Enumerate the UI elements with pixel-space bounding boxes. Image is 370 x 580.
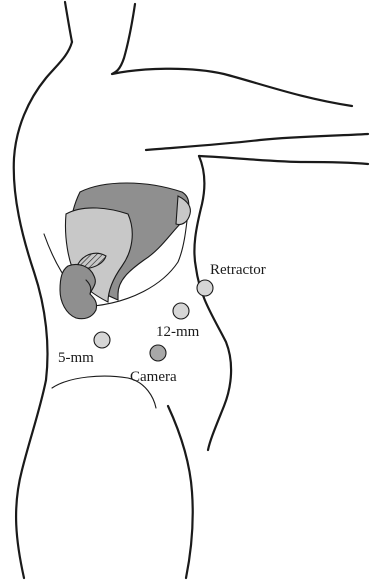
retractor-port <box>197 280 213 296</box>
arm-lower-line <box>199 156 368 164</box>
shoulder-line <box>112 4 352 106</box>
camera-label: Camera <box>130 369 177 385</box>
thigh-line <box>168 406 193 578</box>
port-5mm-label: 5-mm <box>58 350 94 366</box>
camera-port-marker <box>150 345 166 361</box>
neck-line <box>65 2 72 42</box>
port-12mm-marker <box>173 303 189 319</box>
front-line <box>194 156 231 450</box>
back-line <box>14 42 72 578</box>
port-5mm-marker <box>94 332 110 348</box>
retractor-label: Retractor <box>210 262 266 278</box>
arm-upper-line <box>146 134 368 150</box>
port-12mm-label: 12-mm <box>156 324 200 340</box>
